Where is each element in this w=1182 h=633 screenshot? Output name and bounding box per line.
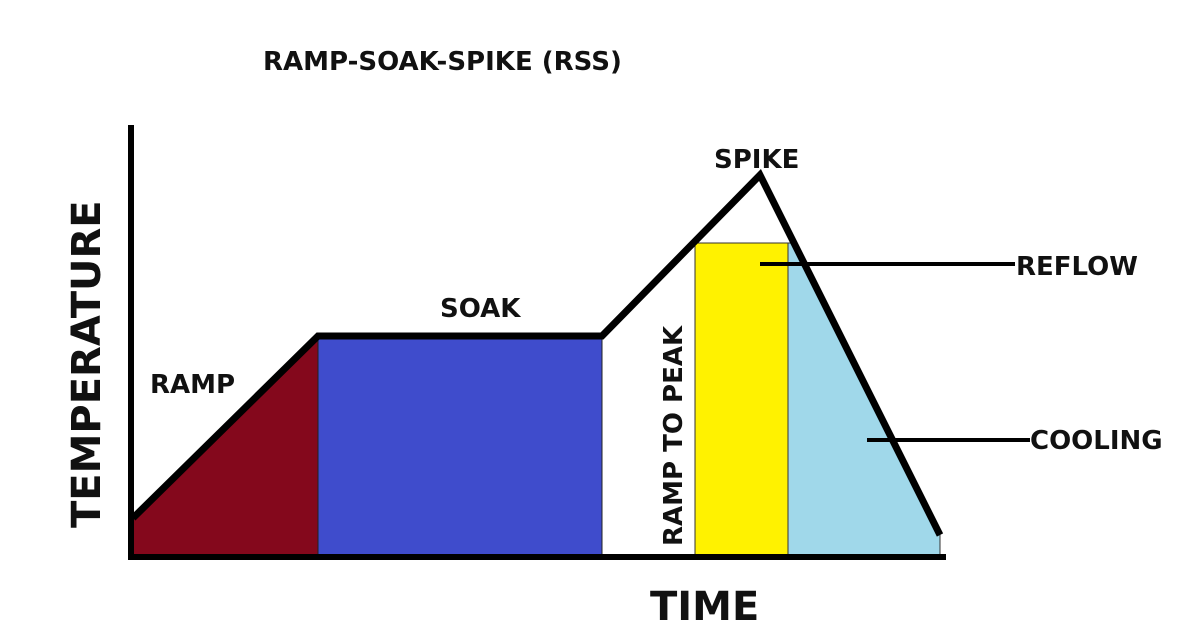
reflow-label: REFLOW (1016, 252, 1138, 282)
ramp-label: RAMP (150, 370, 235, 400)
spike-label: SPIKE (714, 145, 799, 175)
soak-zone (317, 336, 603, 556)
ramp-to-peak-label: RAMP TO PEAK (659, 325, 689, 546)
temperature-profile-line (130, 169, 944, 537)
soak-label: SOAK (440, 294, 521, 324)
cooling-zone (787, 242, 941, 556)
x-axis-label: TIME (650, 584, 759, 630)
diagram-title: RAMP-SOAK-SPIKE (RSS) (263, 47, 622, 77)
y-axis-label: TEMPERATURE (64, 200, 110, 528)
reflow-zone (694, 242, 789, 556)
cooling-label: COOLING (1030, 426, 1163, 456)
ramp-zone (133, 337, 318, 555)
